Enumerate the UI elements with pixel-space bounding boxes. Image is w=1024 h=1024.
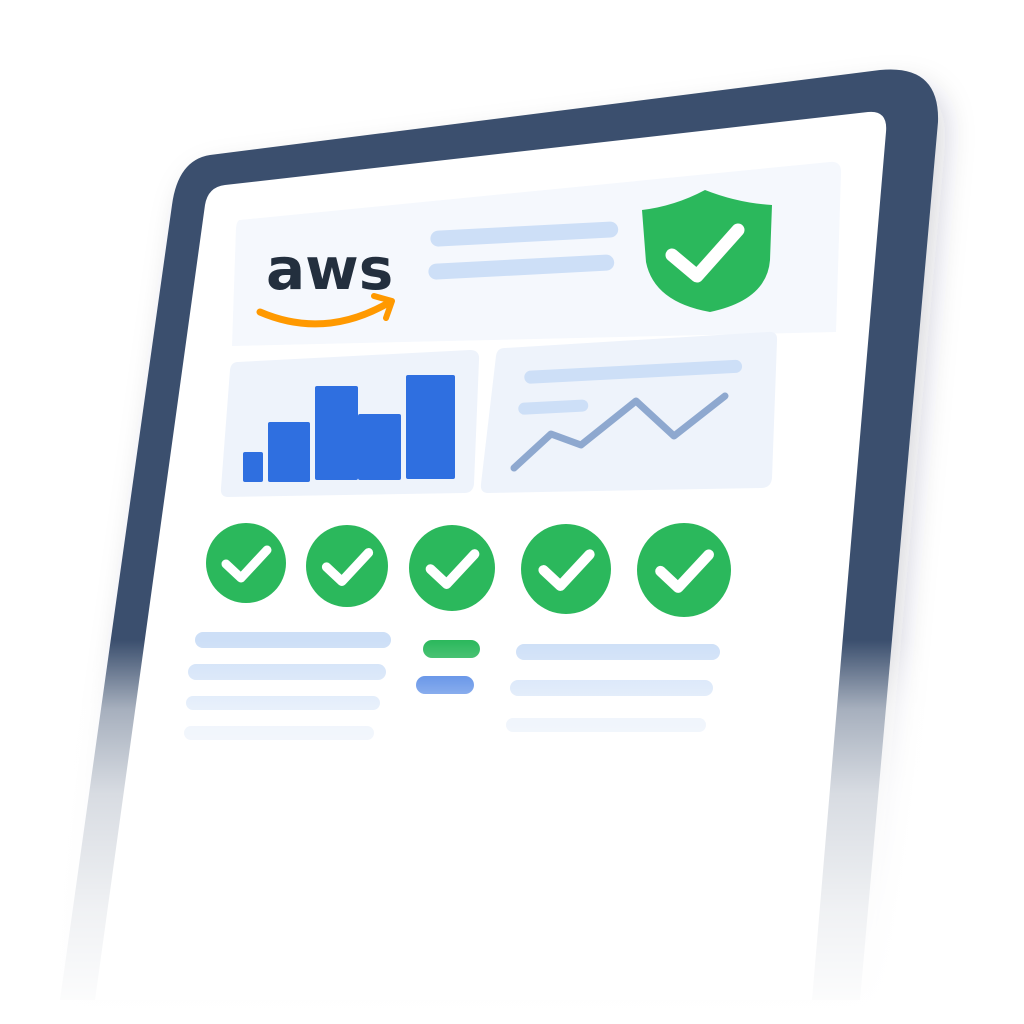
check-circle-icon <box>637 523 731 617</box>
bar-chart-bar <box>268 422 310 482</box>
line-chart-icon <box>510 392 729 472</box>
status-pill-blue <box>416 676 474 694</box>
bar-chart-bar <box>406 375 455 479</box>
line-chart-panel <box>480 331 778 493</box>
skeleton-line-left-3 <box>186 696 380 710</box>
check-circle-icon <box>306 525 388 607</box>
aws-arrow-icon <box>371 293 395 321</box>
bar-chart-icon <box>243 375 455 482</box>
line-chart-title-line <box>524 359 743 384</box>
status-pill-green <box>423 640 480 658</box>
bar-chart-bar <box>315 386 358 480</box>
skeleton-line-left-4 <box>184 726 374 740</box>
skeleton-line-right-1 <box>516 644 720 660</box>
check-circle-icon <box>409 525 495 611</box>
header-line-1 <box>430 221 619 247</box>
check-circle-icon <box>521 524 611 614</box>
bar-chart-bar <box>358 414 401 480</box>
skeleton-line-right-3 <box>506 718 706 732</box>
check-circle-icon <box>206 523 286 603</box>
line-chart-subtitle-line <box>518 399 589 415</box>
header-line-2 <box>428 254 615 280</box>
aws-logo-text: aws <box>266 235 393 303</box>
aws-smile-icon <box>256 298 394 328</box>
shield-check-icon <box>642 190 772 312</box>
bar-chart-bar <box>243 452 263 482</box>
skeleton-line-left-2 <box>188 664 386 680</box>
bar-chart-panel <box>220 350 480 497</box>
skeleton-line-left-1 <box>195 632 391 648</box>
skeleton-line-right-2 <box>510 680 713 696</box>
aws-logo: aws <box>256 235 395 328</box>
status-check-row <box>206 523 731 617</box>
